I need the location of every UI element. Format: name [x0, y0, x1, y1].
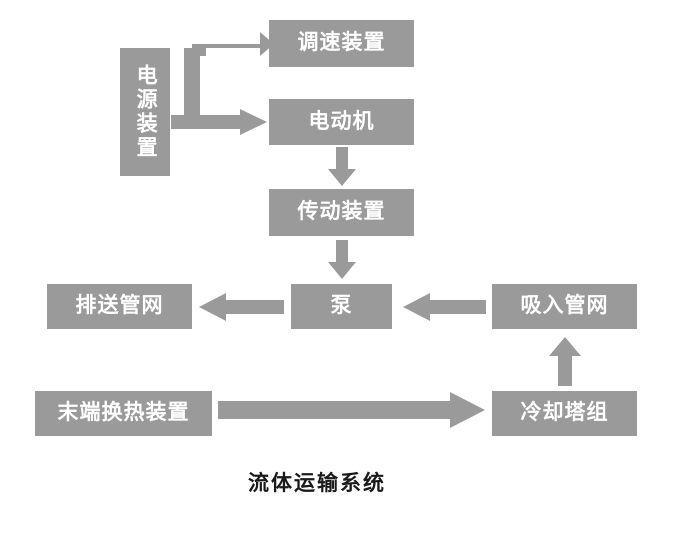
arrow-terminal-to-cooling: [218, 392, 486, 428]
arrow-pump-to-discharge: [199, 293, 284, 321]
node-suction-pipe-network: 吸入管网: [492, 284, 637, 329]
node-cooling-tower-group: 冷却塔组: [492, 391, 637, 436]
arrow-motor-to-transmission: [327, 147, 357, 187]
arrow-cooling-to-suction: [548, 336, 582, 386]
diagram-caption: 流体运输系统: [248, 470, 386, 495]
arrow-power-to-speed: [170, 28, 275, 120]
arrow-suction-to-pump: [403, 293, 486, 321]
node-discharge-pipe-network: 排送管网: [47, 284, 192, 329]
node-terminal-heat-exchanger: 末端换热装置: [35, 391, 212, 436]
node-motor: 电动机: [269, 99, 414, 145]
arrow-transmission-to-pump: [327, 240, 357, 280]
node-power: 电源装置: [120, 48, 170, 176]
node-pump: 泵: [291, 284, 392, 329]
node-transmission: 传动装置: [269, 189, 414, 236]
arrow-power-to-motor: [171, 109, 268, 135]
node-speed-regulator: 调速装置: [269, 20, 414, 67]
